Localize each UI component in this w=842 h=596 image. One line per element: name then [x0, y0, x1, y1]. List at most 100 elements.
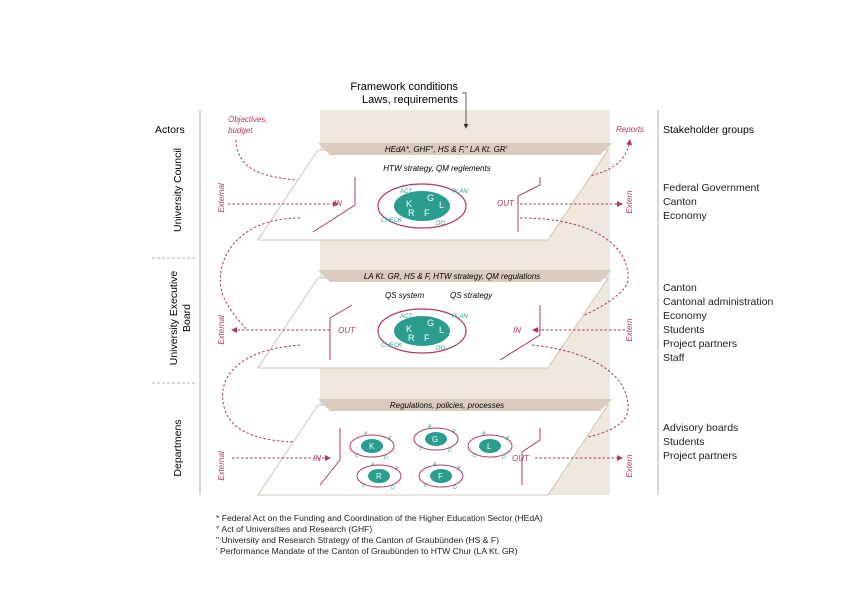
unit-k-p: P	[388, 436, 392, 442]
unit-k-d: D	[384, 455, 388, 461]
unit-ring-l	[467, 434, 513, 458]
unit-l-c: C	[473, 453, 477, 459]
pdca-letter-k-1: K	[406, 199, 412, 209]
stakeholder-item: Advisory boards	[663, 422, 739, 434]
stakeholder-item: Students	[663, 324, 705, 336]
strategy-text-1: HTW strategy, QM reglements	[383, 164, 490, 173]
unit-g-p: P	[452, 429, 456, 435]
unit-l-a: A	[481, 431, 486, 437]
footnote-hsf: " University and Research Strategy of th…	[216, 535, 499, 545]
extern-label-1: Extern	[625, 190, 634, 214]
pdca-plan-1: PLAN	[452, 189, 468, 195]
footnote-heda: * Federal Act on the Funding and Coordin…	[216, 513, 543, 523]
stakeholder-item: Federal Government	[663, 182, 760, 194]
loop-left-2-3	[222, 344, 301, 445]
unit-letter-f: F	[438, 472, 443, 481]
pdca-cycle-1: ACT PLAN DO CHECK K G R F L	[377, 183, 468, 229]
objectives-label: Objectives,	[228, 115, 268, 124]
banner-text-1: HEdA*, GHF°, HS & F," LA Kt. GR'	[385, 145, 508, 154]
out-bracket-3	[521, 428, 541, 485]
stakeholder-item: Project partners	[663, 450, 738, 462]
banner-text-2: LA Kt. GR, HS & F, HTW strategy, QM regu…	[364, 272, 540, 281]
unit-r-a: A	[370, 462, 375, 468]
out-bracket-2	[329, 304, 353, 360]
pdca-letter-g-1: G	[427, 193, 434, 203]
pdca-do-1: DO	[436, 221, 445, 227]
unit-ring-r	[356, 464, 402, 488]
unit-cycle-f: F A P D C	[418, 462, 464, 491]
pdca-check-2: CHECK	[381, 343, 403, 349]
pdca-letter-l-1: L	[439, 200, 444, 210]
banner-text-3: Regulations, policies, processes	[390, 401, 504, 410]
stakeholders-level-3: Advisory boards Students Project partner…	[663, 421, 738, 463]
unit-r-p: P	[395, 466, 399, 472]
external-label-3: External	[217, 451, 226, 481]
pdca-letter-k-2: K	[406, 324, 412, 334]
framework-subtitle: Laws, requirements	[362, 94, 458, 106]
out-label-3: OUT	[512, 454, 530, 463]
stakeholders-level-2: Canton Cantonal administration Economy S…	[663, 281, 773, 365]
unit-r-c: C	[362, 483, 366, 489]
unit-core-r	[368, 469, 390, 483]
footnote-la: ' Performance Mandate of the Canton of G…	[216, 546, 518, 556]
pdca-act-2: ACT	[399, 314, 413, 320]
unit-letter-k: K	[369, 442, 375, 451]
stakeholder-item: Economy	[663, 310, 707, 322]
unit-cycle-g: G A P D C	[413, 424, 459, 454]
framework-pointer	[462, 92, 469, 129]
unit-f-a: A	[432, 462, 437, 468]
out-label-2: OUT	[338, 326, 356, 335]
unit-cycle-l: L A P D C	[467, 431, 513, 461]
pdca-letter-l-2: L	[439, 325, 444, 335]
unit-k-c: C	[355, 453, 359, 459]
stakeholder-item: Canton	[663, 282, 697, 294]
in-label-3: IN	[313, 454, 321, 463]
actor-university-council: University Council	[172, 148, 184, 232]
stakeholder-item: Cantonal administration	[663, 296, 774, 308]
pdca-ring-1	[377, 183, 467, 229]
unit-f-c: C	[424, 483, 428, 489]
unit-g-c: C	[419, 446, 423, 452]
pdca-act-1: ACT	[399, 189, 413, 195]
banner-level-3	[318, 399, 612, 411]
pdca-letter-f-1: F	[424, 208, 430, 218]
unit-l-d: D	[502, 455, 506, 461]
footnote-ghf: ° Act of Universities and Research (GHF)	[216, 524, 373, 534]
actors-header: Actors	[155, 124, 185, 136]
unit-ring-g	[413, 427, 459, 451]
pdca-ring-2	[377, 308, 467, 354]
qs-system-text: QS system	[385, 291, 424, 300]
unit-g-a: A	[427, 424, 432, 430]
unit-core-l	[479, 439, 501, 453]
external-label-1: External	[217, 183, 226, 213]
actor-departments: Departmens	[172, 419, 184, 476]
pdca-check-1: CHECK	[381, 218, 403, 224]
stakeholders-header: Stakeholder groups	[663, 124, 754, 136]
actor-executive-line1: University Executive	[168, 271, 180, 366]
reports-label: Reports	[616, 125, 644, 134]
stakeholders-level-1: Federal Government Canton Economy	[663, 181, 759, 223]
pdca-core-1	[394, 191, 450, 221]
pdca-letter-g-2: G	[427, 318, 434, 328]
unit-g-d: D	[448, 448, 452, 454]
framework-title: Framework conditions	[350, 81, 458, 93]
unit-l-p: P	[506, 436, 510, 442]
footnotes: * Federal Act on the Funding and Coordin…	[216, 513, 543, 557]
pdca-plan-2: PLAN	[452, 314, 468, 320]
in-label-2: IN	[513, 326, 521, 335]
unit-ring-k	[349, 434, 395, 458]
out-label-1: OUT	[497, 199, 515, 208]
unit-k-a: A	[363, 431, 368, 437]
unit-core-k	[361, 439, 383, 453]
stakeholder-item: Canton	[663, 196, 697, 208]
loop-right-2-3	[531, 344, 629, 443]
banner-level-2	[318, 270, 612, 282]
unit-letter-g: G	[432, 435, 438, 444]
pdca-do-2: DO	[436, 346, 445, 352]
pdca-cycle-2: ACT PLAN DO CHECK K G R F L	[377, 308, 468, 354]
qs-strategy-text: QS strategy	[450, 291, 493, 300]
banner-level-1	[318, 143, 612, 155]
unit-core-g	[425, 432, 447, 446]
unit-ring-f	[418, 464, 464, 488]
